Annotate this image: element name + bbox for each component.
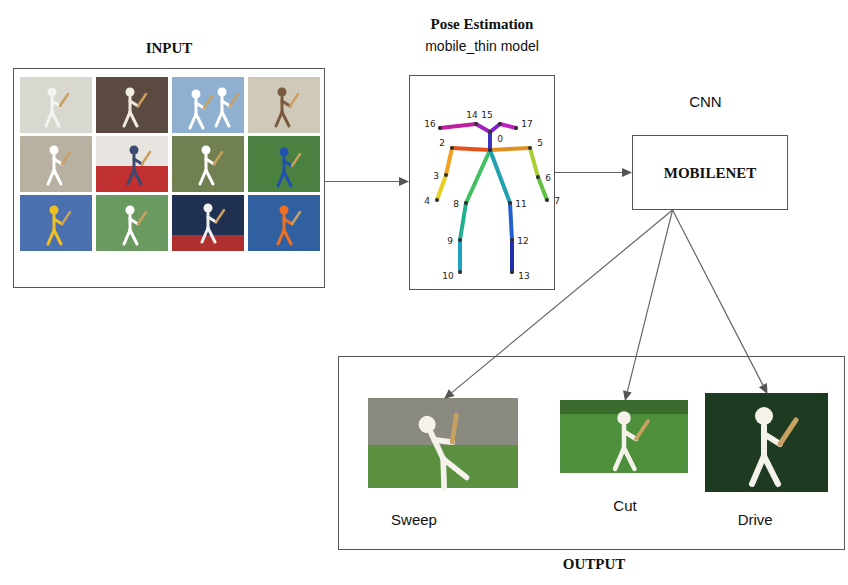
arrow-connector xyxy=(555,168,632,177)
cricket-photo xyxy=(96,77,168,133)
panel-subheading: mobile_thin model xyxy=(425,38,539,54)
keypoint-number: 14 xyxy=(466,111,477,120)
batsman-figure xyxy=(278,148,300,187)
photo-ground xyxy=(96,166,168,192)
cricket-photo xyxy=(248,136,320,192)
class-caption: Drive xyxy=(738,511,773,528)
input-panel: INPUT xyxy=(13,68,325,288)
batsman-figure xyxy=(276,88,298,127)
keypoint-number: 17 xyxy=(521,120,532,129)
cnn-box: CNNMOBILENET xyxy=(632,135,788,210)
output-class: Sweep xyxy=(369,399,519,534)
box-heading: CNN xyxy=(689,93,722,110)
keypoint-number: 3 xyxy=(433,172,439,181)
keypoint-number: 5 xyxy=(537,139,543,148)
batsman-figure xyxy=(48,206,70,245)
arrow-connector xyxy=(673,210,768,394)
sweep-photo xyxy=(368,398,518,488)
batsman-figure xyxy=(202,204,224,243)
batsman-figure xyxy=(200,146,222,185)
arrow-head xyxy=(759,383,768,394)
arrow-connector xyxy=(325,177,409,186)
connector-line xyxy=(673,210,763,385)
cricket-photo xyxy=(172,77,244,133)
arrow-head xyxy=(622,168,632,177)
photo-ground xyxy=(172,235,244,251)
keypoint-number: 4 xyxy=(424,197,430,206)
batsman-figure xyxy=(190,90,212,129)
batsman-figure xyxy=(46,88,68,127)
cricket-photo xyxy=(20,195,92,251)
keypoint-number: 15 xyxy=(481,111,492,120)
keypoint-number: 8 xyxy=(453,200,459,209)
keypoint-number: 2 xyxy=(439,139,445,148)
keypoint-number: 13 xyxy=(518,272,529,281)
keypoint-number: 6 xyxy=(545,174,551,183)
arrow-head xyxy=(399,177,409,186)
connector-line xyxy=(555,172,622,173)
output-class: Cut xyxy=(561,401,689,516)
batsman-figure xyxy=(128,146,150,185)
batsman-figure xyxy=(48,146,70,185)
output-class: Drive xyxy=(706,394,829,529)
connector-line xyxy=(627,210,672,391)
cricket-photo xyxy=(20,77,92,133)
cricket-photo xyxy=(20,136,92,192)
arrow-connector xyxy=(623,210,673,401)
cricket-photo xyxy=(248,195,320,251)
cut-photo xyxy=(560,400,688,473)
arrow-head xyxy=(623,390,632,401)
cricket-photo xyxy=(96,136,168,192)
keypoint-number: 12 xyxy=(517,237,528,246)
batsman-figure xyxy=(278,206,300,245)
panel-heading: INPUT xyxy=(146,40,193,57)
class-caption: Sweep xyxy=(391,511,437,528)
connector-line xyxy=(325,181,399,182)
input-image-grid xyxy=(20,77,320,251)
pose-panel: Pose Estimationmobile_thin model xyxy=(409,75,555,290)
keypoint-number: 10 xyxy=(442,272,453,281)
output-panel: OUTPUTSweepCutDrive xyxy=(338,356,845,550)
keypoint-number: 16 xyxy=(424,120,435,129)
cricket-photo xyxy=(172,136,244,192)
panel-heading: OUTPUT xyxy=(563,556,626,573)
keypoint-number: 7 xyxy=(554,197,560,206)
connector-line xyxy=(452,210,673,393)
arrow-head xyxy=(444,389,455,399)
batsman-figure xyxy=(216,88,238,127)
batsman-figure xyxy=(124,88,146,127)
pose-keypoints xyxy=(435,122,549,274)
pose-skeleton xyxy=(437,124,547,272)
cricket-photo xyxy=(96,195,168,251)
panel-heading: Pose Estimation xyxy=(431,16,534,33)
keypoint-number: 9 xyxy=(447,237,453,246)
keypoint-number: 11 xyxy=(515,200,526,209)
batsman-figure xyxy=(124,206,146,245)
cricket-photo xyxy=(172,195,244,251)
cricket-photo xyxy=(248,77,320,133)
keypoint-number: 0 xyxy=(497,135,503,144)
drive-photo xyxy=(705,393,828,492)
class-caption: Cut xyxy=(613,497,636,514)
arrow-connector xyxy=(444,210,673,399)
box-label: MOBILENET xyxy=(664,164,757,181)
